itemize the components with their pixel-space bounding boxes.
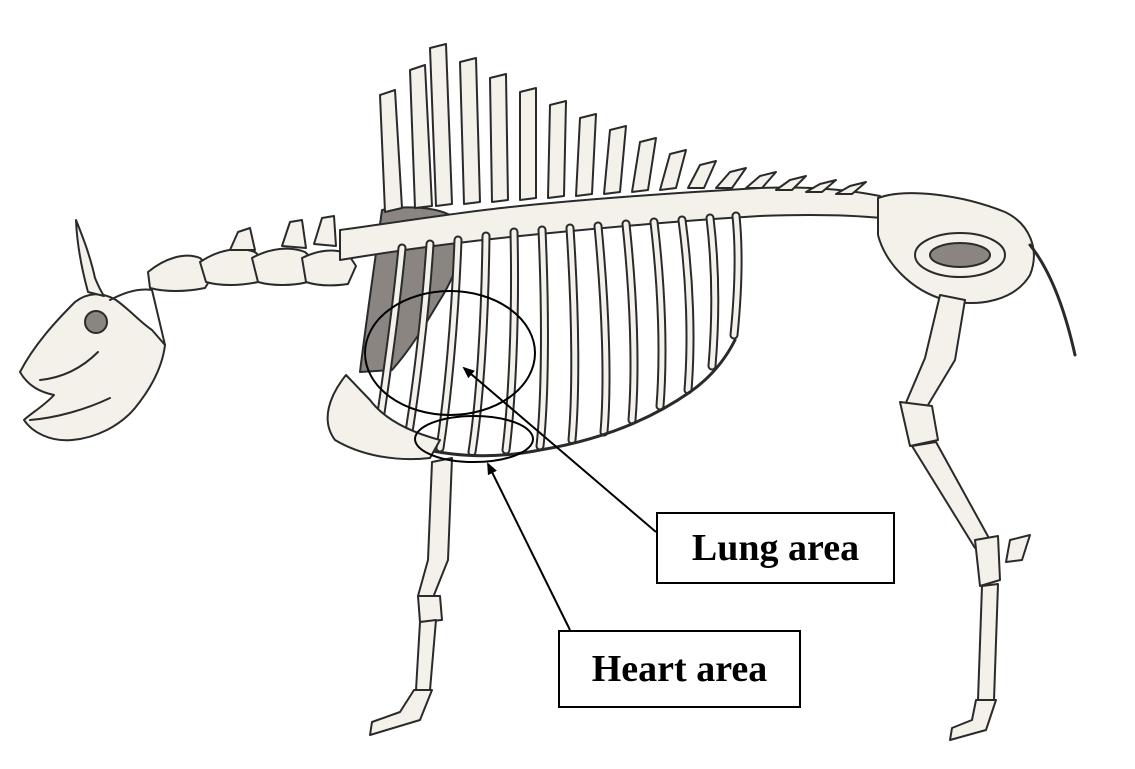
- lung-arrow: [464, 368, 656, 532]
- heart-area-label: Heart area: [558, 630, 801, 708]
- spinous-processes: [380, 44, 866, 212]
- lung-area-label: Lung area: [656, 512, 895, 584]
- foreleg: [370, 458, 452, 735]
- tail: [1030, 245, 1075, 355]
- hind-leg: [900, 295, 1030, 740]
- pelvis: [878, 193, 1034, 303]
- neck-vertebrae: [148, 216, 356, 291]
- skull: [20, 220, 165, 440]
- heart-arrow: [488, 464, 570, 630]
